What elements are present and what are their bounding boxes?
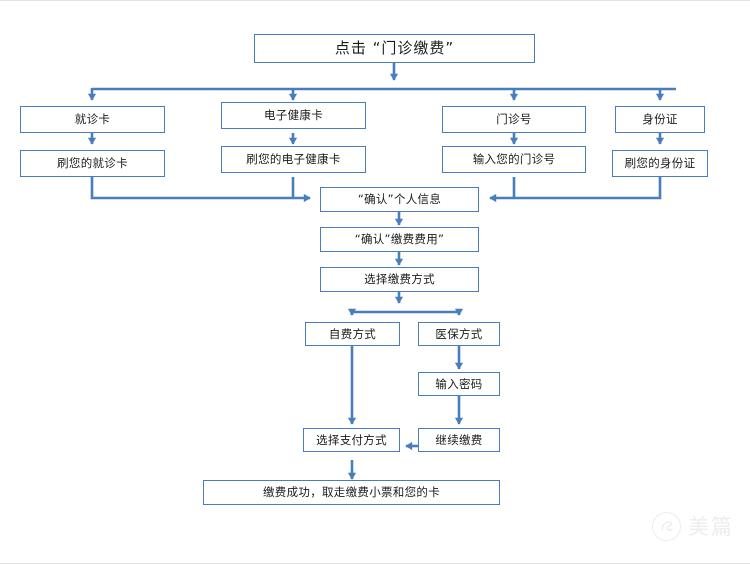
node-option-ehealth[interactable]: 电子健康卡 bbox=[221, 102, 366, 129]
node-choose-payment-method[interactable]: 选择支付方式 bbox=[303, 428, 400, 452]
node-action-input-outpatient-no[interactable]: 输入您的门诊号 bbox=[442, 146, 586, 173]
node-confirm-fee[interactable]: “确认”缴费费用” bbox=[320, 227, 479, 252]
node-action-swipe-id-card[interactable]: 刷您的身份证 bbox=[612, 150, 708, 177]
watermark-brand: 美篇 bbox=[688, 515, 734, 539]
node-confirm-personal-info[interactable]: “确认”个人信息 bbox=[320, 187, 479, 212]
node-option-id-card[interactable]: 身份证 bbox=[615, 106, 705, 133]
node-insurance-pay[interactable]: 医保方式 bbox=[418, 322, 500, 346]
node-continue-payment[interactable]: 继续缴费 bbox=[418, 428, 500, 452]
node-option-card[interactable]: 就诊卡 bbox=[20, 106, 165, 133]
edge-card-to-confirm bbox=[90, 177, 311, 203]
watermark: 美篇 bbox=[652, 511, 734, 541]
node-choose-payment-type[interactable]: 选择缴费方式 bbox=[320, 267, 479, 292]
edge-outpatient-to-confirm bbox=[489, 177, 516, 203]
meipian-logo-icon bbox=[652, 511, 681, 541]
node-action-swipe-ehealth[interactable]: 刷您的电子健康卡 bbox=[221, 146, 366, 173]
node-action-swipe-card[interactable]: 刷您的就诊卡 bbox=[20, 150, 165, 177]
node-option-outpatient-no[interactable]: 门诊号 bbox=[442, 106, 586, 133]
node-self-pay[interactable]: 自费方式 bbox=[305, 322, 400, 346]
edge-idcard-to-confirm bbox=[514, 177, 662, 200]
node-payment-success[interactable]: 缴费成功，取走缴费小票和您的卡 bbox=[203, 480, 500, 505]
node-input-password[interactable]: 输入密码 bbox=[418, 372, 500, 396]
node-start[interactable]: 点击 “门诊缴费” bbox=[254, 34, 535, 63]
